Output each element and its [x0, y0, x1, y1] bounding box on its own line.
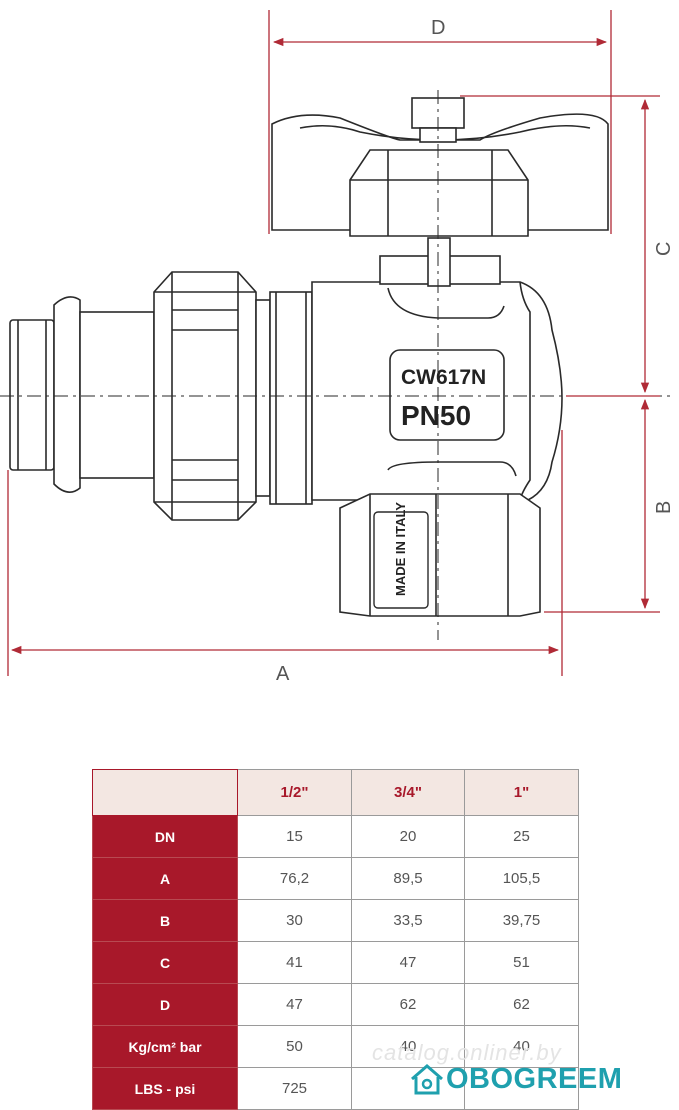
table-cell: 50: [237, 1025, 352, 1068]
table-cell: 62: [464, 983, 579, 1026]
stamp-material: CW617N: [401, 366, 486, 389]
row-header: Kg/cm² bar: [92, 1025, 238, 1068]
table-cell: 89,5: [351, 857, 465, 900]
stamp-frame: [389, 349, 505, 441]
column-header: 1/2": [237, 769, 352, 816]
table-cell: 47: [351, 941, 465, 984]
valve-technical-drawing: CW617N PN50 MADE IN ITALY D C B A: [0, 10, 675, 685]
dim-label-b: B: [653, 501, 675, 514]
house-icon: [411, 1064, 443, 1095]
table-row: DN 15 20 25: [92, 815, 579, 858]
logo-text: OBOGREEM: [446, 1062, 623, 1095]
table-corner: [92, 769, 238, 816]
origin-frame: [373, 511, 429, 609]
table-cell: 40: [464, 1025, 579, 1068]
table-row: A 76,2 89,5 105,5: [92, 857, 579, 900]
dimensions-table: 1/2" 3/4" 1" DN 15 20 25 A 76,2 89,5 105…: [92, 769, 579, 1110]
stamp-pressure: PN50: [401, 400, 471, 431]
row-header: D: [92, 983, 238, 1026]
table-cell: 40: [351, 1025, 465, 1068]
table-cell: 41: [237, 941, 352, 984]
table-cell: 15: [237, 815, 352, 858]
table-cell: 47: [237, 983, 352, 1026]
row-header: B: [92, 899, 238, 942]
table-cell: 33,5: [351, 899, 465, 942]
table-row: Kg/cm² bar 50 40 40: [92, 1025, 579, 1068]
row-header: LBS - psi: [92, 1067, 238, 1110]
row-header: DN: [92, 815, 238, 858]
table-cell: 725: [237, 1067, 352, 1110]
dim-label-c: C: [653, 242, 675, 256]
table-cell: 39,75: [464, 899, 579, 942]
center-lines: [0, 90, 670, 640]
dim-label-a: A: [276, 663, 290, 685]
site-logo: OBOGREEM: [408, 1062, 622, 1096]
table-cell: 62: [351, 983, 465, 1026]
watermark-text: catalog.onliner.by: [372, 1040, 562, 1065]
table-cell: 20: [351, 815, 465, 858]
table-cell: 30: [237, 899, 352, 942]
table-row: B 30 33,5 39,75: [92, 899, 579, 942]
column-header: 1": [464, 769, 579, 816]
stamp-origin: MADE IN ITALY: [393, 502, 408, 596]
dimension-lines: [7, 10, 660, 676]
table-cell: 105,5: [464, 857, 579, 900]
table-cell: 51: [464, 941, 579, 984]
table-row: C 41 47 51: [92, 941, 579, 984]
row-header: C: [92, 941, 238, 984]
row-header: A: [92, 857, 238, 900]
dim-label-d: D: [431, 17, 445, 39]
table-header-row: 1/2" 3/4" 1": [92, 769, 579, 816]
table-row: D 47 62 62: [92, 983, 579, 1026]
table-cell: 76,2: [237, 857, 352, 900]
valve-outline: [9, 97, 609, 617]
table-cell: 25: [464, 815, 579, 858]
column-header: 3/4": [351, 769, 465, 816]
